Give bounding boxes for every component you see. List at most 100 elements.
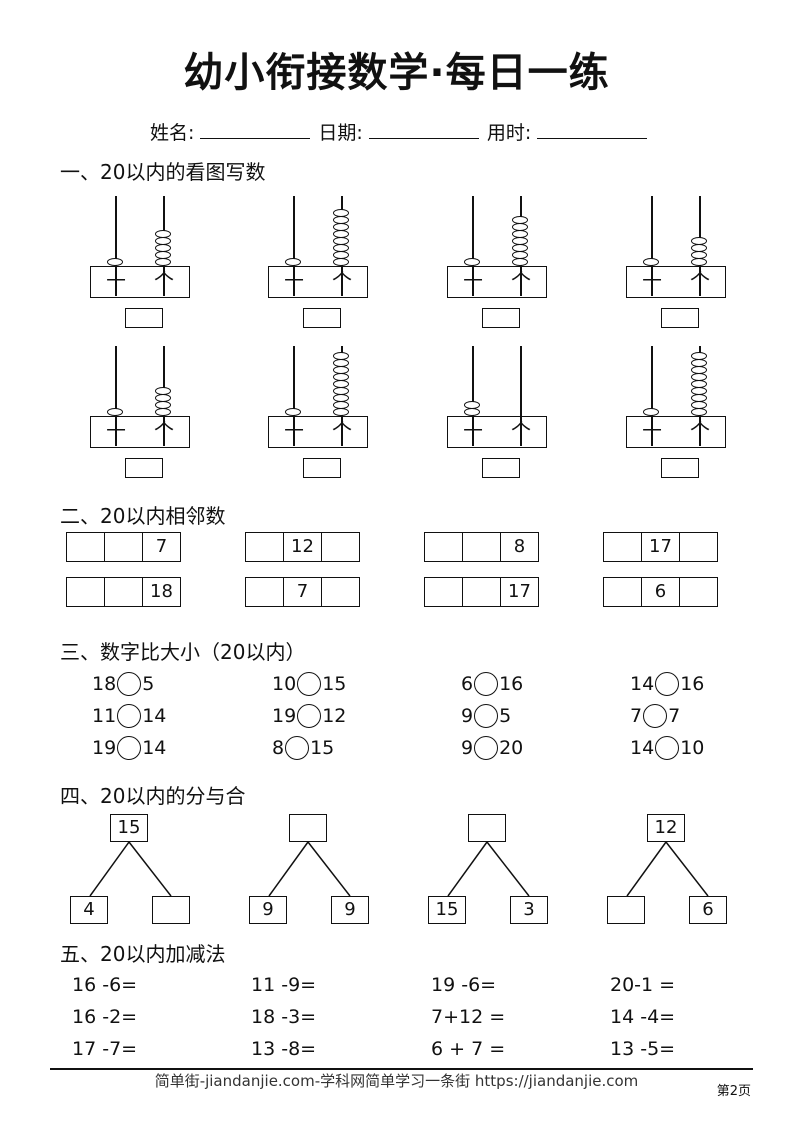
neighbor-blank[interactable] bbox=[463, 578, 501, 606]
neighbor-blank[interactable] bbox=[105, 533, 143, 561]
answer-box[interactable] bbox=[303, 308, 341, 328]
neighbor-blank[interactable] bbox=[322, 533, 359, 561]
neighbor-blank[interactable] bbox=[67, 578, 105, 606]
answer-box[interactable] bbox=[661, 308, 699, 328]
abacus-bead bbox=[333, 230, 349, 238]
abacus-item: 十个 bbox=[626, 346, 736, 478]
abacus-bead bbox=[512, 244, 528, 252]
tree-right-box: 6 bbox=[689, 896, 727, 924]
neighbor-blank[interactable] bbox=[425, 578, 463, 606]
abacus-item: 十个 bbox=[447, 346, 557, 478]
student-info: 姓名: 日期: 用时: bbox=[150, 118, 655, 145]
compare-right: 15 bbox=[310, 737, 335, 759]
abacus-bead bbox=[464, 401, 480, 409]
neighbor-blank[interactable] bbox=[604, 533, 642, 561]
time-field[interactable] bbox=[537, 118, 648, 139]
abacus-bead bbox=[107, 258, 123, 266]
abacus-bead bbox=[691, 251, 707, 259]
page-number: 第2页 bbox=[716, 1084, 751, 1099]
answer-box[interactable] bbox=[303, 458, 341, 478]
compare-circle[interactable] bbox=[297, 704, 322, 728]
equation: 6 + 7 = bbox=[431, 1038, 506, 1060]
compare-right: 5 bbox=[499, 705, 512, 727]
neighbor-blank[interactable] bbox=[680, 578, 717, 606]
name-field[interactable] bbox=[200, 118, 311, 139]
tree-lines bbox=[268, 841, 351, 897]
abacus-item: 十个 bbox=[268, 346, 378, 478]
tree-left-box[interactable] bbox=[607, 896, 645, 924]
ones-rod bbox=[520, 346, 522, 446]
compare-circle[interactable] bbox=[117, 704, 142, 728]
tree-left-box: 4 bbox=[70, 896, 108, 924]
abacus-bead bbox=[512, 230, 528, 238]
neighbor-blank[interactable] bbox=[604, 578, 642, 606]
abacus-bead bbox=[333, 352, 349, 360]
date-field[interactable] bbox=[368, 118, 479, 139]
neighbor-group: 17 bbox=[603, 532, 718, 562]
abacus-bead bbox=[155, 394, 171, 402]
abacus-bead bbox=[691, 401, 707, 409]
neighbor-blank[interactable] bbox=[105, 578, 143, 606]
compare-circle[interactable] bbox=[285, 736, 310, 760]
tree-lines bbox=[89, 841, 172, 897]
answer-box[interactable] bbox=[125, 458, 163, 478]
section-2-heading: 二、20以内相邻数 bbox=[60, 504, 226, 528]
compare-right: 15 bbox=[322, 673, 347, 695]
name-label: 姓名: bbox=[150, 122, 195, 144]
page-title: 幼小衔接数学·每日一练 bbox=[183, 50, 610, 96]
compare-circle[interactable] bbox=[297, 672, 322, 696]
tree-top-box[interactable] bbox=[289, 814, 327, 842]
neighbor-given: 17 bbox=[642, 533, 680, 561]
answer-box[interactable] bbox=[125, 308, 163, 328]
tens-label: 十 bbox=[463, 419, 483, 443]
abacus-bead bbox=[333, 387, 349, 395]
ones-label: 个 bbox=[332, 269, 352, 293]
abacus-frame bbox=[268, 416, 368, 448]
neighbor-blank[interactable] bbox=[246, 578, 284, 606]
tree-lines bbox=[626, 841, 709, 897]
neighbor-blank[interactable] bbox=[425, 533, 463, 561]
answer-box[interactable] bbox=[482, 308, 520, 328]
tree-top-box[interactable] bbox=[468, 814, 506, 842]
neighbor-blank[interactable] bbox=[322, 578, 359, 606]
compare-circle[interactable] bbox=[643, 704, 668, 728]
ones-label: 个 bbox=[154, 269, 174, 293]
abacus-item: 十个 bbox=[626, 196, 736, 328]
ones-label: 个 bbox=[154, 419, 174, 443]
neighbor-blank[interactable] bbox=[246, 533, 284, 561]
abacus-bead bbox=[155, 237, 171, 245]
compare-circle[interactable] bbox=[655, 736, 680, 760]
compare-circle[interactable] bbox=[474, 736, 499, 760]
neighbor-blank[interactable] bbox=[67, 533, 105, 561]
section-3-heading: 三、数字比大小（20以内） bbox=[60, 640, 306, 664]
tens-rod bbox=[472, 346, 474, 446]
compare-right: 16 bbox=[499, 673, 524, 695]
abacus-bead bbox=[333, 258, 349, 266]
abacus-bead bbox=[155, 244, 171, 252]
compare-circle[interactable] bbox=[474, 672, 499, 696]
compare-circle[interactable] bbox=[655, 672, 680, 696]
neighbor-group: 17 bbox=[424, 577, 539, 607]
tree-branch bbox=[128, 841, 172, 897]
answer-box[interactable] bbox=[661, 458, 699, 478]
answer-box[interactable] bbox=[482, 458, 520, 478]
tens-rod bbox=[293, 346, 295, 446]
tens-label: 十 bbox=[642, 269, 662, 293]
compare-circle[interactable] bbox=[117, 672, 142, 696]
compare-circle[interactable] bbox=[474, 704, 499, 728]
tree-right-box: 3 bbox=[510, 896, 548, 924]
compare-circle[interactable] bbox=[117, 736, 142, 760]
neighbor-blank[interactable] bbox=[463, 533, 501, 561]
tree-right-box[interactable] bbox=[152, 896, 190, 924]
abacus-bead bbox=[333, 394, 349, 402]
neighbor-blank[interactable] bbox=[680, 533, 717, 561]
abacus-bead bbox=[155, 258, 171, 266]
neighbor-group: 8 bbox=[424, 532, 539, 562]
equation: 19 -6= bbox=[431, 974, 497, 996]
tens-rod bbox=[115, 346, 117, 446]
